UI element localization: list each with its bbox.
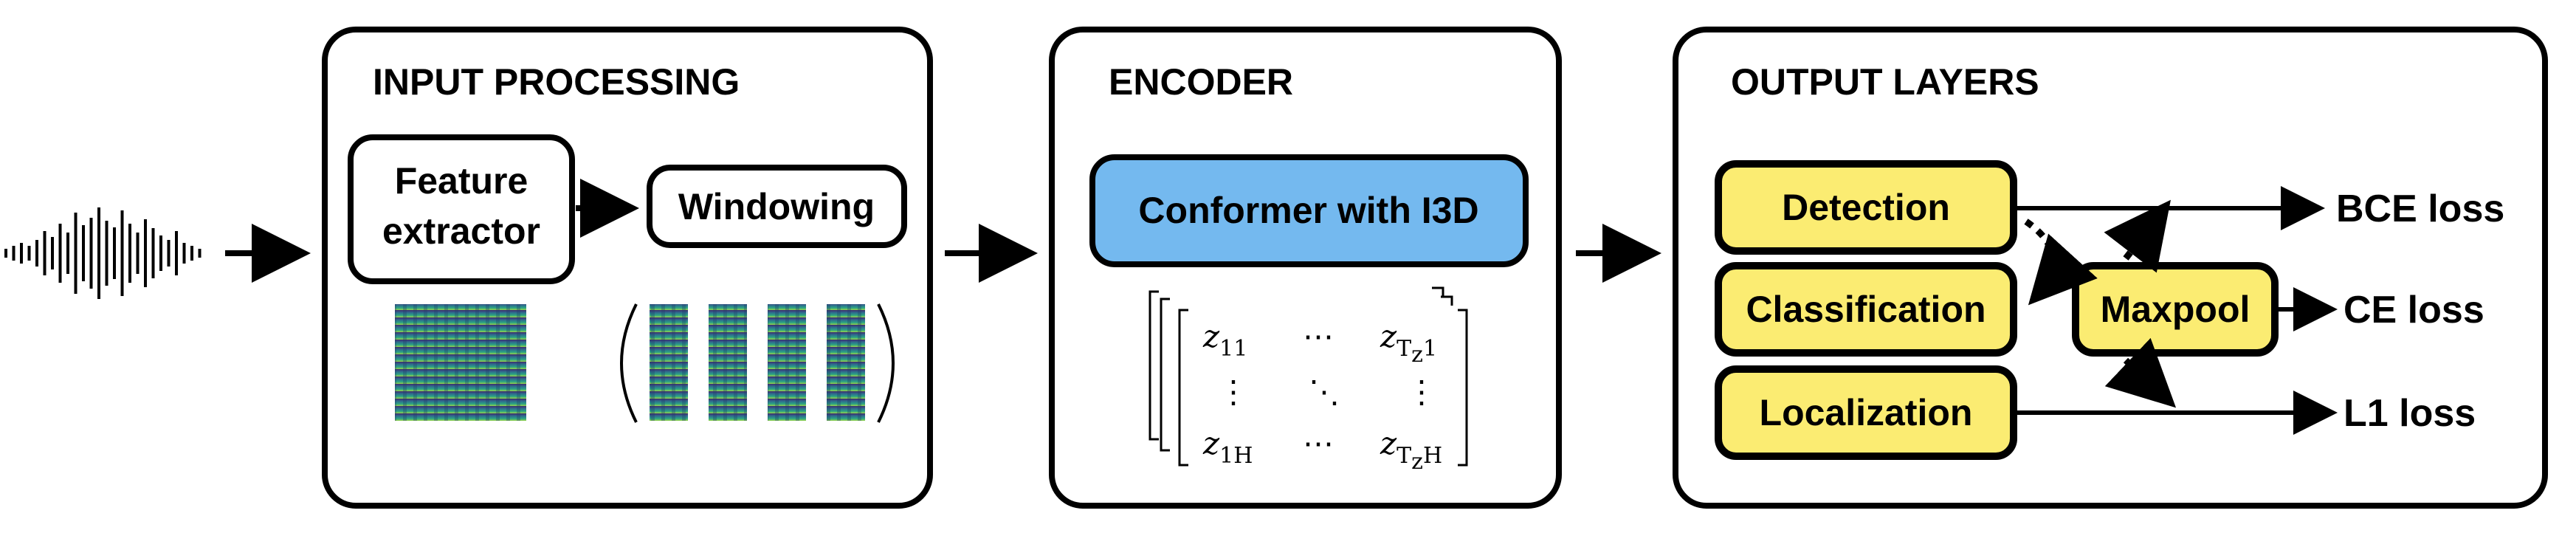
feature-extractor-label-line2: extractor (382, 210, 540, 252)
detection-label: Detection (1782, 187, 1950, 228)
classification-box: Classification (1715, 262, 2017, 357)
feature-extractor-label-line1: Feature (395, 160, 528, 202)
output-layers-panel: OUTPUT LAYERS Detection Classification L… (1673, 27, 2548, 509)
encoder-panel: ENCODER Conformer with I3D z11 ⋯ zTz1 ⋮ … (1049, 27, 1562, 509)
bce-loss-label: BCE loss (2336, 188, 2504, 230)
feature-extractor-box: Feature extractor (348, 134, 575, 284)
dotted-arrow-maxpool-to-localization (2104, 337, 2177, 408)
detection-box: Detection (1715, 160, 2017, 255)
dotted-arrow-maxpool-to-detection (2104, 199, 2171, 273)
windowing-box: Windowing (647, 165, 907, 248)
dotted-arrow-detection-to-classification (2024, 219, 2098, 306)
matrix-z1H: z1H (1202, 425, 1253, 469)
spectrogram-window-2 (709, 304, 747, 421)
left-parenthesis (620, 303, 638, 423)
conformer-box: Conformer with I3D (1089, 154, 1529, 267)
matrix-vdots-left: ⋮ (1218, 374, 1249, 410)
matrix-zTH: zTzH (1380, 425, 1442, 475)
right-parenthesis (877, 303, 895, 423)
matrix-vdots-right: ⋮ (1406, 374, 1437, 410)
l1-loss-label: L1 loss (2343, 392, 2476, 435)
classification-label: Classification (1746, 289, 1986, 330)
maxpool-label: Maxpool (2101, 289, 2250, 330)
input-processing-title: INPUT PROCESSING (373, 61, 740, 103)
encoder-title: ENCODER (1109, 61, 1293, 103)
spectrogram-image (395, 304, 526, 421)
localization-box: Localization (1715, 365, 2017, 460)
ce-loss-label: CE loss (2343, 289, 2484, 331)
input-processing-panel: INPUT PROCESSING Feature extractor Windo… (322, 27, 933, 509)
matrix-hdots-bottom: ⋯ (1303, 425, 1334, 461)
spectrogram-window-4 (827, 304, 865, 421)
conformer-label: Conformer with I3D (1138, 190, 1478, 231)
spectrogram-window-1 (650, 304, 688, 421)
maxpool-box: Maxpool (2072, 262, 2279, 357)
matrix-z11: z11 (1202, 318, 1247, 362)
windowing-label: Windowing (678, 186, 875, 227)
matrix-ddots: ⋱ (1309, 374, 1340, 410)
output-layers-title: OUTPUT LAYERS (1731, 61, 2039, 103)
matrix-zT1: zTz1 (1380, 318, 1437, 368)
spectrogram-window-3 (768, 304, 806, 421)
matrix-hdots-top: ⋯ (1303, 318, 1334, 354)
waveform-icon (4, 207, 202, 299)
embedding-matrix (1148, 286, 1468, 467)
localization-label: Localization (1760, 392, 1973, 433)
